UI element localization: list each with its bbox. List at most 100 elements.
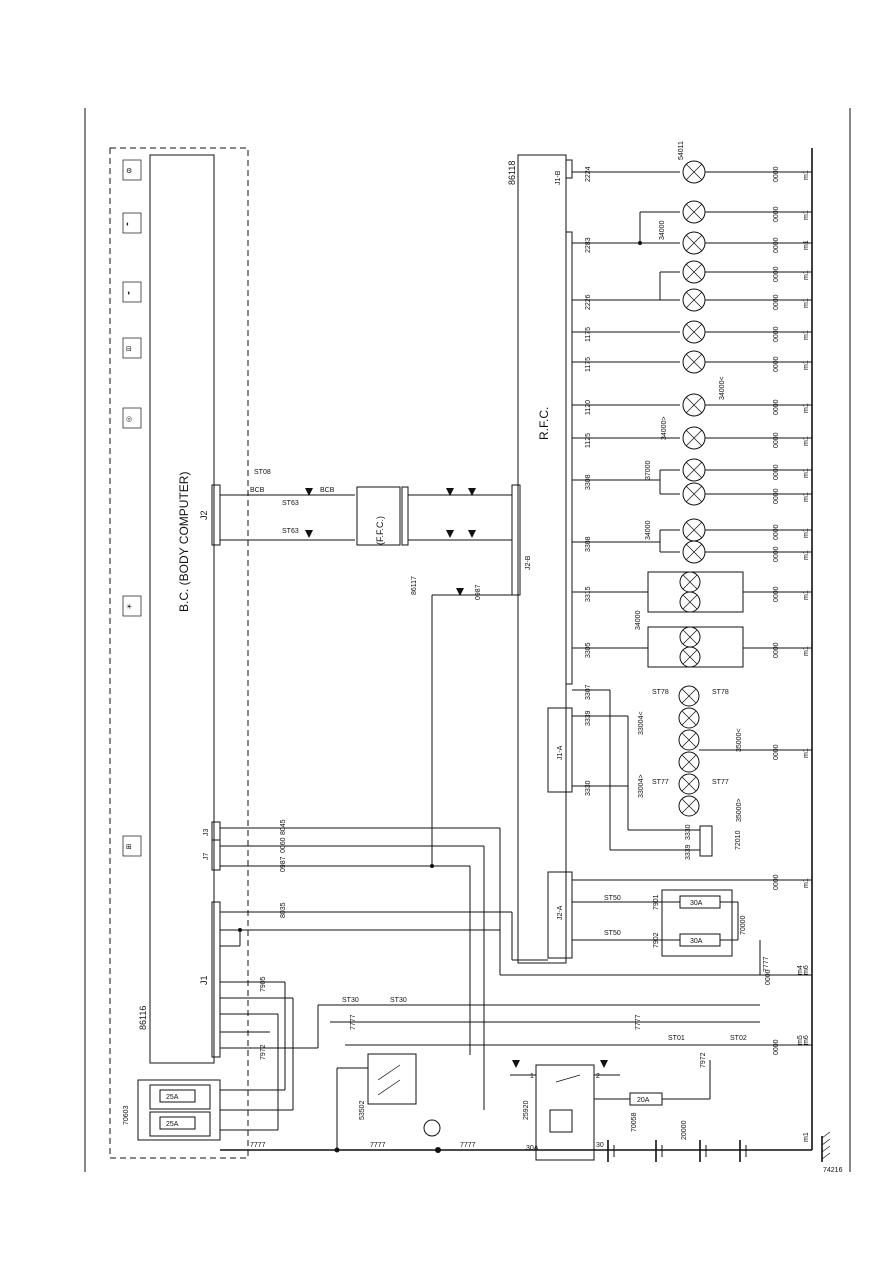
lamp-rows: 2224 54011 2283 34000 2226 1175 1175 [572, 141, 812, 881]
svg-text:⚙: ⚙ [126, 167, 132, 175]
wire-label: 3305 [585, 642, 592, 658]
bc-inner-box [149, 154, 215, 1064]
ground-label: m1 [803, 240, 810, 250]
wire-label: 1120 [585, 400, 592, 415]
conn-72010-label: 72010 [735, 830, 742, 850]
svg-text:◐: ◐ [126, 221, 130, 228]
wire-label: 7905 [260, 976, 267, 992]
bc-j2-label: J2 [199, 510, 209, 520]
seat-belt-icon: ⚙ [122, 159, 142, 181]
dip-beam-icon: ☀ [122, 595, 142, 617]
ground-label: m1 [803, 298, 810, 308]
st-label: ST77 [712, 779, 729, 786]
splice-arrow-5 [468, 488, 476, 496]
relay-25920 [535, 1064, 595, 1161]
ground-label: m1 [803, 360, 810, 370]
relay-box-70000 [661, 889, 733, 957]
lamp-group-label: 35000< [736, 728, 743, 752]
wire-label: 3315 [585, 586, 592, 602]
ground-label-m4: m4 [797, 965, 804, 975]
wire-label: 7777 [763, 956, 770, 972]
fuse-20a-label: 20A [637, 1097, 650, 1104]
wire-label: 3330 [685, 824, 692, 840]
ffc-j2b-connector [401, 486, 409, 546]
ground-label: m1 [803, 550, 810, 560]
ground-label: m1 [803, 878, 810, 888]
wire-label: 0987 [280, 856, 287, 872]
fuse-25a-1-label: 25A [166, 1094, 179, 1101]
ground-label: m1 [803, 1132, 810, 1142]
bc-dashed-box [109, 147, 249, 1159]
wire-label: 0000 [773, 546, 780, 562]
fuse-30a-2-label: 30A [690, 938, 703, 945]
splice-arrow-b [512, 1060, 520, 1068]
fuse-25a-2-label: 25A [166, 1121, 179, 1128]
wire-label: 3307 [585, 684, 592, 700]
lamp-group-label: 34000< [719, 376, 726, 400]
bcb-label-2: BCB [320, 487, 335, 494]
bc-j1-connector [211, 901, 221, 1058]
battery-20000 [607, 1140, 747, 1162]
ground-label: m1 [803, 646, 810, 656]
ground-label: m1 [803, 590, 810, 600]
ground-label: m1 [803, 170, 810, 180]
trailer-icon: ⊞ [122, 835, 142, 857]
rfc-j2b-label: J2-B [525, 555, 532, 570]
wire-label: 3339 [685, 844, 692, 860]
svg-text:◑: ◑ [126, 290, 130, 297]
wire-label: 0000 [773, 874, 780, 890]
wire-label: 2226 [585, 294, 592, 310]
wire-label: 0000 [773, 464, 780, 480]
st-label: ST78 [712, 689, 729, 696]
fuse-box-label: 70603 [123, 1105, 130, 1125]
fuse-25a-1 [149, 1084, 211, 1110]
svg-text:☀: ☀ [126, 603, 132, 611]
bc-j2-connector [211, 484, 221, 546]
wire-label: 3339 [585, 710, 592, 726]
ground-label: m1 [803, 330, 810, 340]
conn-72010 [699, 825, 713, 857]
diagram-code: 74216 [823, 1167, 843, 1174]
wire-label: 2283 [585, 237, 592, 253]
switch-53502 [367, 1053, 417, 1105]
rfc-j2a-connector [547, 871, 573, 959]
splice-arrow-2 [305, 530, 313, 538]
ground-label: m1 [803, 210, 810, 220]
wire-label: 0000 [773, 326, 780, 342]
wire-label: 1175 [585, 327, 592, 342]
ground-label: m1 [803, 270, 810, 280]
lamp-group-label: 33004< [638, 711, 645, 735]
wire-label: 0000 [773, 744, 780, 760]
relay-pin-2: 2 [596, 1073, 600, 1080]
lamp-group-label: 37000 [645, 460, 652, 480]
st-label: ST77 [652, 779, 669, 786]
wire-label: 0000 [773, 206, 780, 222]
lamp-group-label: 34000 [659, 220, 666, 240]
lamp-group-label: 34000 [635, 610, 642, 630]
st-label-st63a: ST63 [282, 500, 299, 507]
relay-pin-30a: 30A [526, 1145, 539, 1152]
bc-code: 86116 [138, 1006, 148, 1030]
wire-label: 0000 [773, 488, 780, 504]
svg-text:⊟: ⊟ [126, 346, 132, 353]
lamp-group-label: 33004> [638, 774, 645, 798]
wire-label: 0000 [773, 356, 780, 372]
splice-arrow-4 [446, 530, 454, 538]
wire-label: 0000 [773, 642, 780, 658]
cup-icon: ◐ [122, 212, 142, 234]
lamp-group-label: 34000> [661, 416, 668, 440]
rfc-j2a-label: J2-A [557, 905, 564, 920]
splice-arrow-7 [456, 588, 464, 596]
st-label-st50-b: ST50 [604, 930, 621, 937]
rfc-j1a-connector [547, 707, 573, 793]
wire-label: 0000 [773, 166, 780, 182]
wire-label: 3330 [585, 780, 592, 796]
wire-label: 7777 [250, 1142, 266, 1149]
lamp-group-label: 35000> [736, 798, 743, 822]
rfc-title: R.F.C. [537, 407, 551, 440]
wire-label: 7972 [260, 1044, 267, 1060]
st-label-st30b: ST30 [390, 997, 407, 1004]
lamp-group-label: 34000 [645, 520, 652, 540]
st-label-st50-a: ST50 [604, 895, 621, 902]
